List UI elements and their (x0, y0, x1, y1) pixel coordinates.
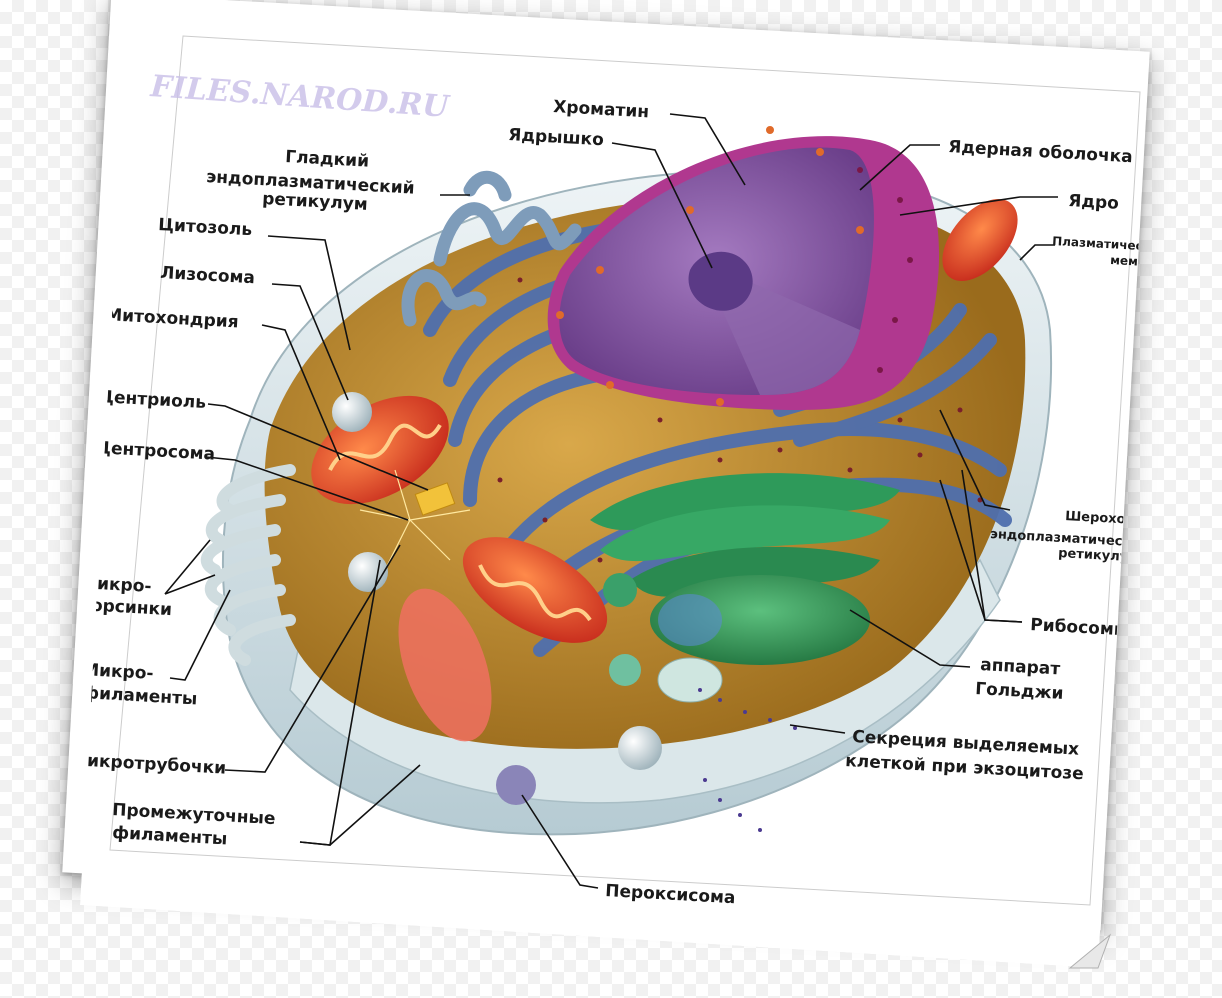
label-microfilaments-1: Микро- (82, 660, 154, 684)
secretion-vesicle (658, 658, 722, 702)
label-nucleus: Ядро (1068, 191, 1120, 214)
lysosome-shape (332, 392, 372, 432)
label-microvilli-1: Микро- (80, 573, 152, 597)
label-microvilli-2: ворсинки (80, 595, 173, 620)
peroxisome-shape (496, 765, 536, 805)
vesicle-lower (618, 726, 662, 770)
vesicle-white (348, 552, 388, 592)
